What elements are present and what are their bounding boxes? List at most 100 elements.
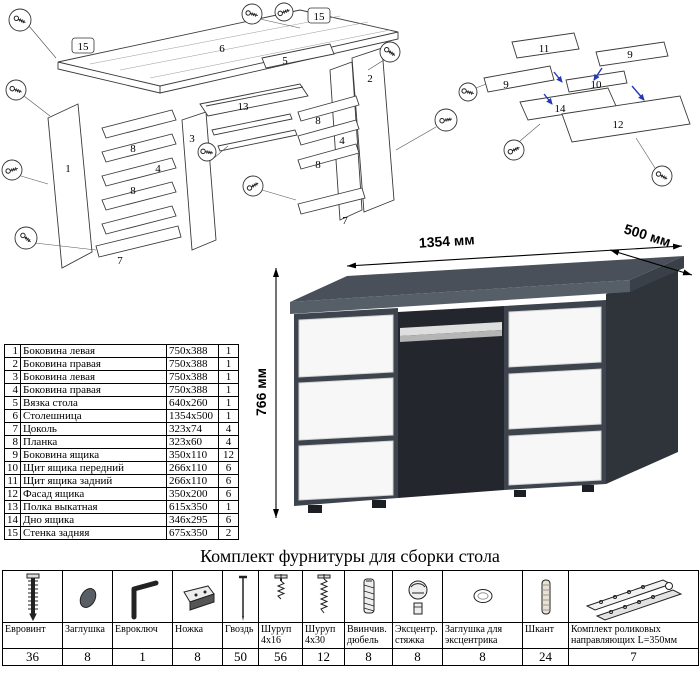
right-pedestal-parts-drawing [297,47,395,221]
part-number: 7 [4,422,21,436]
hardware-item-icon-cell [302,570,345,623]
part-number: 1 [4,344,21,358]
hardware-item-qty: 8 [392,648,443,666]
desk-top-hatch [89,15,391,79]
part-name: Дно ящика [20,513,167,527]
hardware-item-icon-cell [62,570,113,623]
callout-leader-lines [20,18,437,251]
svg-text:3: 3 [189,133,195,145]
hardware-item-name: Комплект роликовых направляющих L=350мм [568,622,699,649]
part-qty: 6 [218,461,239,475]
hardware-item-qty: 7 [568,648,699,666]
svg-text:4: 4 [155,163,161,175]
svg-text:15: 15 [314,11,326,23]
svg-text:9: 9 [627,49,633,61]
roller-guides-icon [585,578,682,621]
hardware-table: Евровинт Заглушка Евроключ Ножка Гвоздь … [2,570,699,666]
hardware-item-name: Ножка [172,622,223,649]
drawer-front[interactable] [298,440,394,501]
part-size: 350x200 [166,487,219,501]
height-dimension-label: 766 мм [253,368,269,416]
drawer-hardware-callouts [458,82,673,187]
drawer-parts-drawing [483,32,691,143]
svg-text:9: 9 [503,79,509,91]
part-name: Цоколь [20,422,167,436]
drawer-front[interactable] [508,306,602,368]
eccentric-cap-icon [473,588,492,603]
hardware-item-name: Евровинт [2,622,63,649]
svg-text:12: 12 [613,119,624,131]
drawer-front[interactable] [298,377,394,441]
hardware-item-icon-cell [172,570,223,623]
screw-4x16-icon [274,573,287,599]
part-number: 10 [4,461,21,475]
desk-recess [398,306,504,498]
part-name: Щит ящика передний [20,461,167,475]
hardware-item-icon-cell [442,570,523,623]
hardware-item-name: Заглушка для эксцентрика [442,622,523,649]
part-size: 266x110 [166,461,219,475]
part-qty: 4 [218,422,239,436]
wooden-dowel-icon [541,579,550,614]
part-size: 640x260 [166,396,219,410]
part-number-labels: 15 6 15 1 2 13 8 4 8 3 8 4 8 7 7 5 [65,7,373,267]
part-name: Щит ящика задний [20,474,167,488]
part-size: 750x388 [166,370,219,384]
nail-icon [239,575,247,621]
part-qty: 1 [218,344,239,358]
svg-text:8: 8 [315,159,321,171]
part-number: 3 [4,370,21,384]
part-qty: 12 [218,448,239,462]
svg-text:8: 8 [130,185,136,197]
part-number: 13 [4,500,21,514]
depth-dimension-label: 500 мм [622,221,673,250]
part-size: 750x388 [166,357,219,371]
part-name: Столешница [20,409,167,423]
hardware-item-icon-cell [344,570,393,623]
hardware-item-qty: 1 [112,648,173,666]
dimension-lines [273,243,693,518]
drawer-front[interactable] [508,430,602,486]
part-size: 323x74 [166,422,219,436]
desk-3d-render: 1354 мм 500 мм 766 мм [253,221,693,518]
keyboard-tray-edge [400,330,502,342]
left-pedestal-parts-drawing [47,103,217,269]
hardware-item-icon-cell [392,570,443,623]
hardware-item-name: Ввинчив. дюбель [344,622,393,649]
svg-text:8: 8 [130,143,136,155]
part-name: Фасад ящика [20,487,167,501]
part-size: 1354x500 [166,409,219,423]
part-qty: 1 [218,500,239,514]
part-size: 615x350 [166,500,219,514]
hardware-item-name: Евроключ [112,622,173,649]
part-number: 8 [4,435,21,449]
drawer-front[interactable] [298,314,394,378]
keyboard-tray[interactable] [400,322,502,336]
hardware-item-icon-cell [222,570,259,623]
svg-text:13: 13 [238,101,250,113]
part-size: 350x110 [166,448,219,462]
svg-text:5: 5 [282,55,288,67]
part-name: Боковина правая [20,383,167,397]
part-qty: 1 [218,396,239,410]
hardware-item-icon-cell [522,570,569,623]
drawer-front[interactable] [508,368,602,430]
hardware-item-icon-cell [258,570,303,623]
svg-text:11: 11 [539,43,550,55]
part-name: Боковина левая [20,370,167,384]
svg-text:4: 4 [339,135,345,147]
svg-text:6: 6 [219,43,225,55]
